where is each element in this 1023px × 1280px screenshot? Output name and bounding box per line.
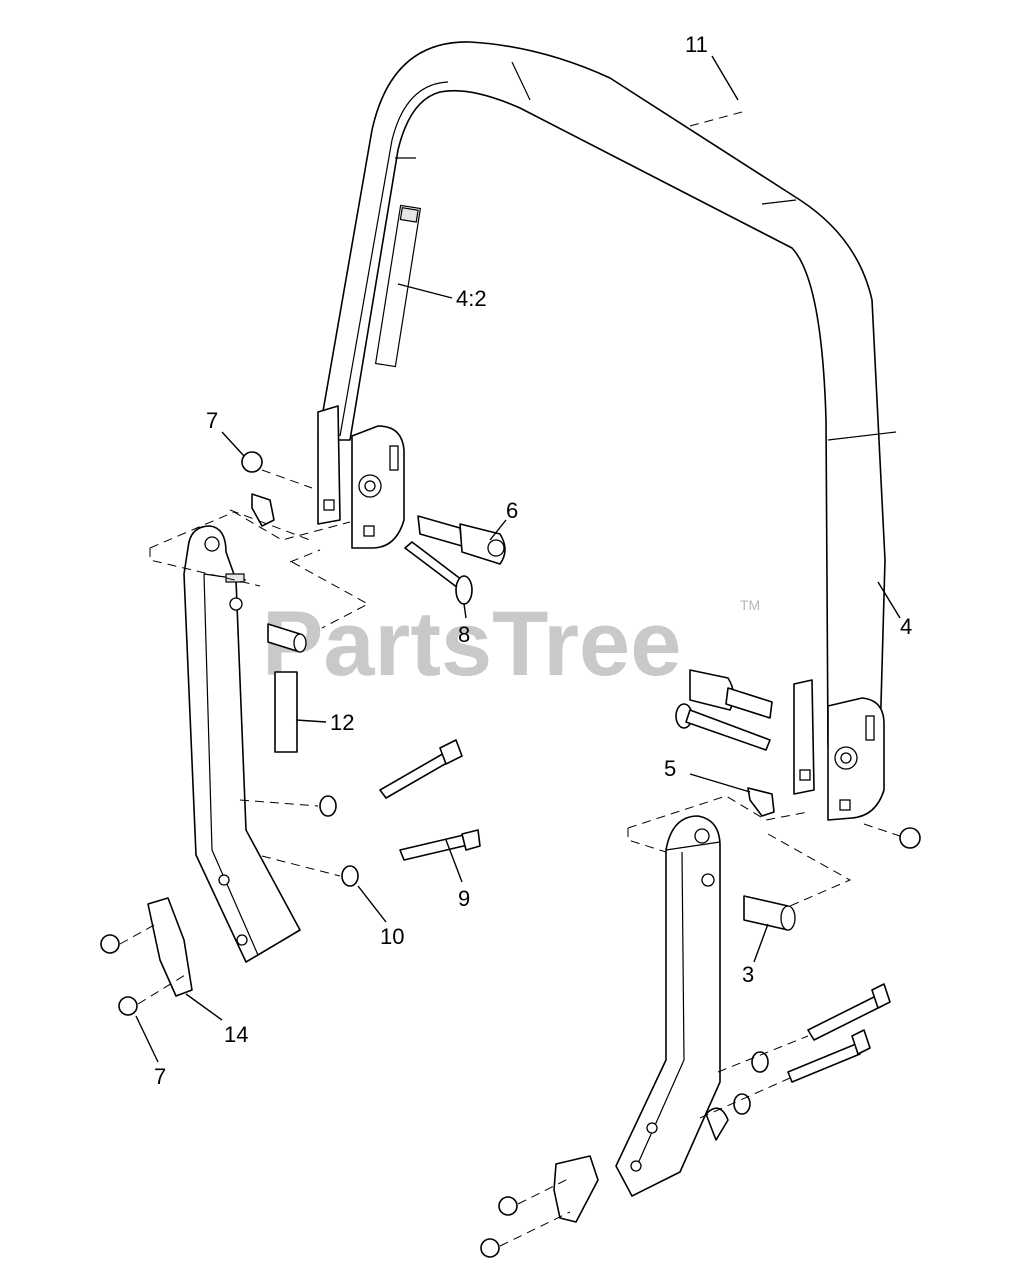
bolt-right-lower [787, 1029, 871, 1083]
left-spacer-tube [267, 623, 307, 653]
callout-3: 3 [742, 962, 754, 987]
watermark-trademark: TM [740, 597, 760, 613]
pin-8-left [404, 541, 473, 605]
callout-14: 14 [224, 1022, 248, 1047]
decal-12 [274, 671, 298, 753]
nut-right-bracket [899, 827, 921, 849]
roll-bar-hoop [317, 41, 897, 746]
alignment-dash-lines [119, 111, 901, 1247]
callout-9: 9 [458, 886, 470, 911]
spacer-tube-3 [743, 895, 796, 931]
nut-7-left-upper [100, 934, 120, 954]
callout-8: 8 [458, 622, 470, 647]
washer-right-upper [751, 1051, 769, 1073]
plate-14 [147, 897, 193, 997]
callout-7-top: 7 [206, 408, 218, 433]
knob-6-right [689, 669, 773, 719]
bolt-9-lower [399, 829, 481, 861]
right-lower-post [615, 815, 729, 1197]
callout-11: 11 [685, 32, 708, 57]
callout-6: 6 [506, 498, 518, 523]
washer-right-lower [733, 1093, 751, 1115]
nut-right-lower-2 [480, 1238, 500, 1258]
nut-7-left-lower [118, 996, 138, 1016]
knob-6-left [417, 515, 506, 565]
clip-5-left [251, 493, 275, 527]
nut-right-lower-1 [498, 1196, 518, 1216]
plate-right [553, 1155, 599, 1223]
callout-labels: 11 4:2 7 6 8 4 12 5 9 10 3 14 7 [154, 32, 912, 1089]
callout-5: 5 [664, 756, 676, 781]
pin-8-right [675, 703, 771, 751]
callout-10: 10 [380, 924, 404, 949]
washer-10-upper [319, 795, 337, 817]
leader-lines [135, 55, 901, 1063]
bolt-9-upper [379, 739, 463, 799]
nut-7-top [241, 451, 263, 473]
callout-4-2: 4:2 [456, 286, 487, 311]
clip-5-right [747, 787, 775, 817]
right-hoop-bracket [793, 679, 885, 821]
left-lower-post [183, 525, 301, 963]
washer-10-lower [341, 865, 359, 887]
watermark-text: PartsTree [262, 593, 681, 695]
callout-7-bottom: 7 [154, 1064, 166, 1089]
callout-4: 4 [900, 614, 912, 639]
bolt-right-upper [807, 983, 891, 1041]
callout-12: 12 [330, 710, 354, 735]
left-hoop-bracket [317, 405, 405, 549]
